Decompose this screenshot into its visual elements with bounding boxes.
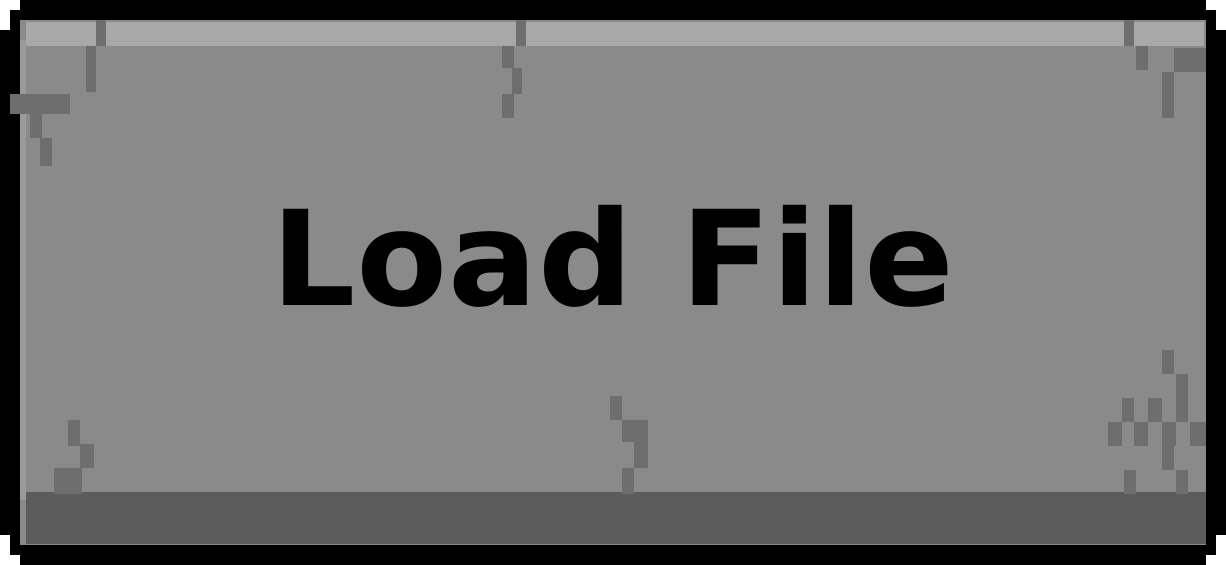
button-shadow [26, 492, 1206, 544]
button-highlight [26, 22, 1204, 46]
crack-texture [10, 20, 1206, 494]
button-left-edge [20, 40, 26, 500]
frame-border-top [20, 0, 1206, 20]
frame-border-bottom [20, 545, 1206, 565]
frame-border-left [0, 30, 20, 535]
button-label: Load File [271, 183, 955, 337]
button-face [20, 20, 1206, 545]
frame-border-right [1206, 30, 1226, 535]
